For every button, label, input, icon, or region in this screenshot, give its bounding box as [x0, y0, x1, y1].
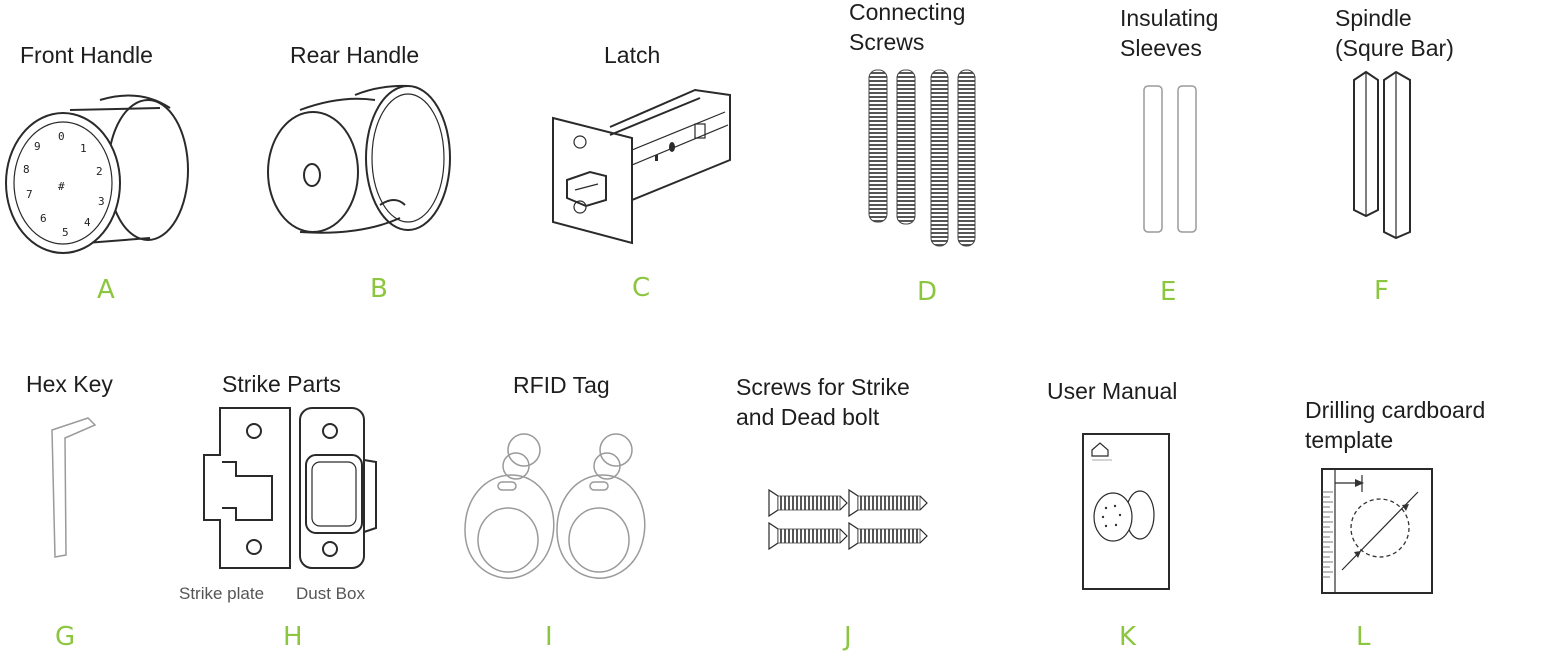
letter-i: I	[545, 622, 553, 652]
keypad-digit-9: 9	[34, 140, 41, 153]
title-front-handle: Front Handle	[20, 42, 153, 68]
keypad-digit-3: 3	[98, 195, 105, 208]
strike-plate-drawing	[203, 407, 291, 569]
strike-screws-drawing	[768, 488, 928, 551]
drilling-template-drawing	[1321, 468, 1433, 594]
keypad-digits: 0 1 2 3 4 5 6 7 8 9 #	[23, 130, 105, 239]
keypad-digit-2: 2	[96, 165, 103, 178]
title-latch: Latch	[604, 42, 661, 68]
keypad-digit-7: 7	[26, 188, 33, 201]
title-insulating-sleeves: Insulating Sleeves	[1120, 5, 1219, 61]
title-strike-parts: Strike Parts	[222, 371, 341, 397]
letter-g: G	[55, 622, 76, 652]
title-user-manual: User Manual	[1047, 378, 1178, 404]
title-drilling-template: Drilling cardboard template	[1305, 397, 1486, 453]
title-spindle: Spindle (Squre Bar)	[1335, 5, 1454, 61]
letter-a: A	[97, 275, 115, 305]
letter-d: D	[917, 277, 938, 307]
letter-k: K	[1119, 622, 1137, 652]
letter-f: F	[1374, 276, 1389, 306]
keypad-digit-1: 1	[80, 142, 87, 155]
rfid-tag-drawing	[464, 433, 646, 579]
title-connecting-screws: Connecting Screws	[849, 0, 966, 55]
letter-e: E	[1160, 277, 1177, 307]
latch-drawing	[552, 88, 731, 245]
keypad-digit-0: 0	[58, 130, 65, 143]
title-rear-handle: Rear Handle	[290, 42, 420, 68]
letter-j: J	[844, 622, 852, 652]
letter-c: C	[632, 273, 651, 303]
label-dust-box: Dust Box	[296, 584, 365, 603]
keypad-digit-4: 4	[84, 216, 91, 229]
user-manual-drawing	[1082, 433, 1170, 590]
keypad-digit-5: 5	[62, 226, 69, 239]
spindle-drawing	[1353, 70, 1411, 240]
keypad-digit-hash: #	[58, 180, 65, 193]
title-rfid-tag: RFID Tag	[513, 372, 610, 398]
connecting-screws-drawing	[868, 69, 976, 247]
front-handle-drawing: 0 1 2 3 4 5 6 7 8 9 #	[5, 94, 189, 254]
letter-h: H	[283, 622, 303, 652]
dust-box-drawing	[299, 407, 377, 569]
rear-handle-drawing	[267, 84, 451, 234]
letter-b: B	[370, 274, 388, 304]
title-screws-strike: Screws for Strike and Dead bolt	[736, 374, 910, 430]
hex-key-drawing	[51, 417, 97, 558]
keypad-digit-8: 8	[23, 163, 30, 176]
title-hex-key: Hex Key	[26, 371, 113, 397]
label-strike-plate: Strike plate	[179, 584, 265, 603]
keypad-digit-6: 6	[40, 212, 47, 225]
letter-l: L	[1356, 622, 1371, 652]
insulating-sleeves-drawing	[1143, 85, 1197, 233]
